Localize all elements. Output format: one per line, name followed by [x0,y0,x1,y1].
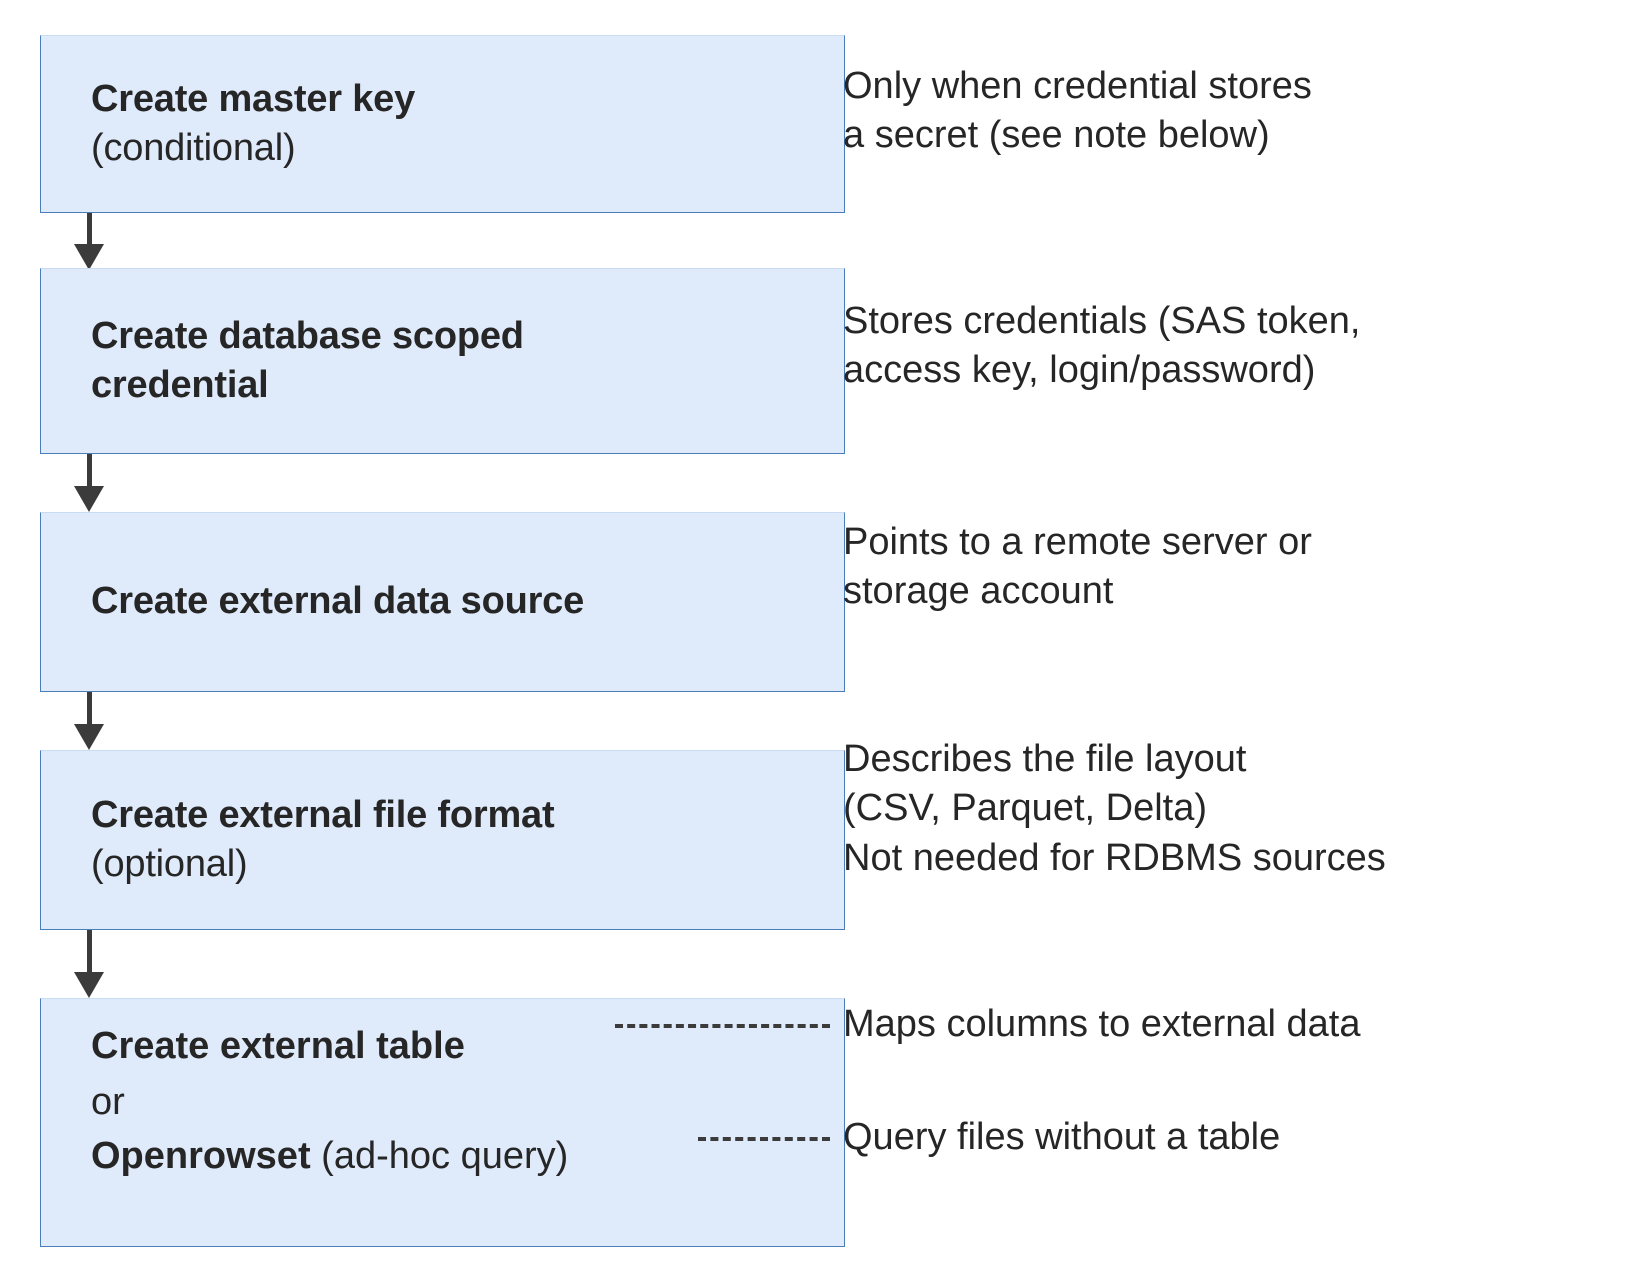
node-create-database-scoped-credential-content: Create database scoped credential [41,312,844,411]
node-create-database-scoped-credential-title: Create database scoped [91,314,524,357]
node-create-external-file-format-title: Create external file format [91,793,555,836]
note-create-master-key: Only when credential stores a secret (se… [843,65,1312,157]
node-create-external-data-source-title: Create external data source [91,580,585,623]
arrow-head [74,972,104,998]
note-create-external-table: Maps columns to external data [843,1003,1361,1045]
arrow-shaft [87,454,92,488]
node-create-external-data-source-content: Create external data source [41,577,844,626]
node-create-master-key-title: Create master key [91,77,416,120]
arrow-step4-to-step5 [73,930,105,998]
node-create-master-key-subtitle: (conditional) [91,127,296,169]
arrow-step1-to-step2 [73,213,105,270]
note-create-database-scoped-credential: Stores credentials (SAS token, access ke… [843,300,1361,392]
arrow-shaft [87,930,92,974]
node-create-external-file-format[interactable]: Create external file format (optional) [40,750,845,930]
note-create-external-data-source: Points to a remote server or storage acc… [843,521,1312,613]
node-final-content: Create external table or Openrowset (ad-… [41,1021,844,1181]
node-final-line-or: or [91,1081,125,1124]
node-final-label-openrowset-qualifier: (ad-hoc query) [310,1135,569,1178]
node-final-line-create-external-table: Create external table [91,1021,844,1071]
node-create-database-scoped-credential[interactable]: Create database scoped credential [40,268,845,454]
node-final-line-openrowset: Openrowset (ad-hoc query) [91,1131,844,1181]
dashed-connector-openrowset [698,1137,830,1141]
node-final-label-openrowset: Openrowset [91,1135,311,1178]
note-create-external-file-format: Describes the file layout (CSV, Parquet,… [843,738,1386,879]
node-create-database-scoped-credential-subtitle: credential [91,364,269,406]
node-create-external-data-source[interactable]: Create external data source [40,512,845,692]
node-create-external-table-or-openrowset[interactable]: Create external table or Openrowset (ad-… [40,998,845,1247]
node-final-label-create-external-table: Create external table [91,1025,465,1067]
node-create-master-key[interactable]: Create master key (conditional) [40,35,845,213]
node-create-master-key-content: Create master key (conditional) [41,75,844,174]
node-create-external-file-format-content: Create external file format (optional) [41,791,844,890]
arrow-head [74,486,104,512]
arrow-step3-to-step4 [73,692,105,750]
arrow-head [74,724,104,750]
dashed-connector-external-table [615,1024,830,1028]
arrow-shaft [87,213,92,247]
arrow-shaft [87,692,92,726]
arrow-step2-to-step3 [73,454,105,512]
node-create-external-file-format-subtitle: (optional) [91,843,248,885]
arrow-head [74,244,104,270]
note-openrowset: Query files without a table [843,1116,1281,1158]
